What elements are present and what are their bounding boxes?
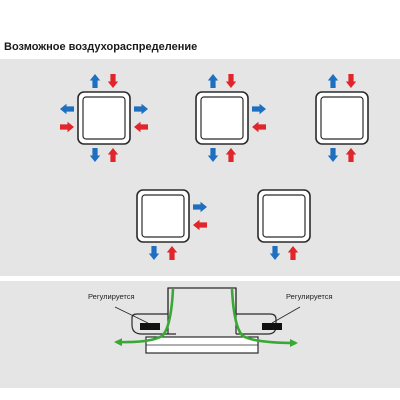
inflow-arrow-bottom (345, 148, 357, 162)
diffuser-three-way (195, 91, 249, 145)
diffuser-frame (77, 91, 131, 145)
outflow-arrow-bottom (327, 148, 339, 162)
label-left: Регулируется (88, 292, 135, 301)
diffuser-frame (195, 91, 249, 145)
inflow-arrow-right (252, 121, 266, 133)
inflow-arrow-bottom (107, 148, 119, 162)
diffuser-frame (257, 189, 311, 243)
outflow-arrow-right (252, 103, 266, 115)
diffuser-panel (262, 194, 306, 238)
diffuser-two-way-opposite (315, 91, 369, 145)
outflow-arrow-bottom (207, 148, 219, 162)
outflow-arrow-top (327, 74, 339, 88)
inflow-arrow-bottom (166, 246, 178, 260)
label-right: Регулируется (286, 292, 333, 301)
diffuser-frame (315, 91, 369, 145)
inflow-arrow-right (193, 219, 207, 231)
damper-left (140, 323, 160, 330)
inflow-arrow-left (60, 121, 74, 133)
diffuser-panel (320, 96, 364, 140)
inflow-arrow-right (134, 121, 148, 133)
damper-right (262, 323, 282, 330)
outflow-arrow-bottom (269, 246, 281, 260)
inflow-arrow-top (225, 74, 237, 88)
outflow-arrow-bottom (89, 148, 101, 162)
diffuser-panel (141, 194, 185, 238)
outflow-arrow-top (89, 74, 101, 88)
diffuser-four-way (77, 91, 131, 145)
airflow-left-path (114, 288, 175, 347)
inflow-arrow-bottom (225, 148, 237, 162)
cross-section-drawing (114, 287, 301, 354)
label-left-leader (114, 306, 149, 324)
duct-housing-outline (131, 287, 277, 326)
left-housing-curve (131, 324, 176, 335)
diffuser-panel (82, 96, 126, 140)
page-title: Возможное воздухораспределение (4, 41, 198, 53)
outflow-arrow-right (193, 201, 207, 213)
inflow-arrow-bottom (287, 246, 299, 260)
outflow-arrow-left (60, 103, 74, 115)
outflow-arrow-top (207, 74, 219, 88)
diffuser-two-way-corner (136, 189, 190, 243)
diffuser-units (60, 74, 369, 260)
outflow-arrow-bottom (148, 246, 160, 260)
diffuser-one-way (257, 189, 311, 243)
diffuser-panel (200, 96, 244, 140)
diffuser-frame (136, 189, 190, 243)
outflow-arrow-right (134, 103, 148, 115)
label-right-leader (271, 306, 301, 324)
cross-section-panel (0, 281, 400, 388)
airflow-right-path (230, 288, 298, 347)
inflow-arrow-top (107, 74, 119, 88)
inflow-arrow-top (345, 74, 357, 88)
